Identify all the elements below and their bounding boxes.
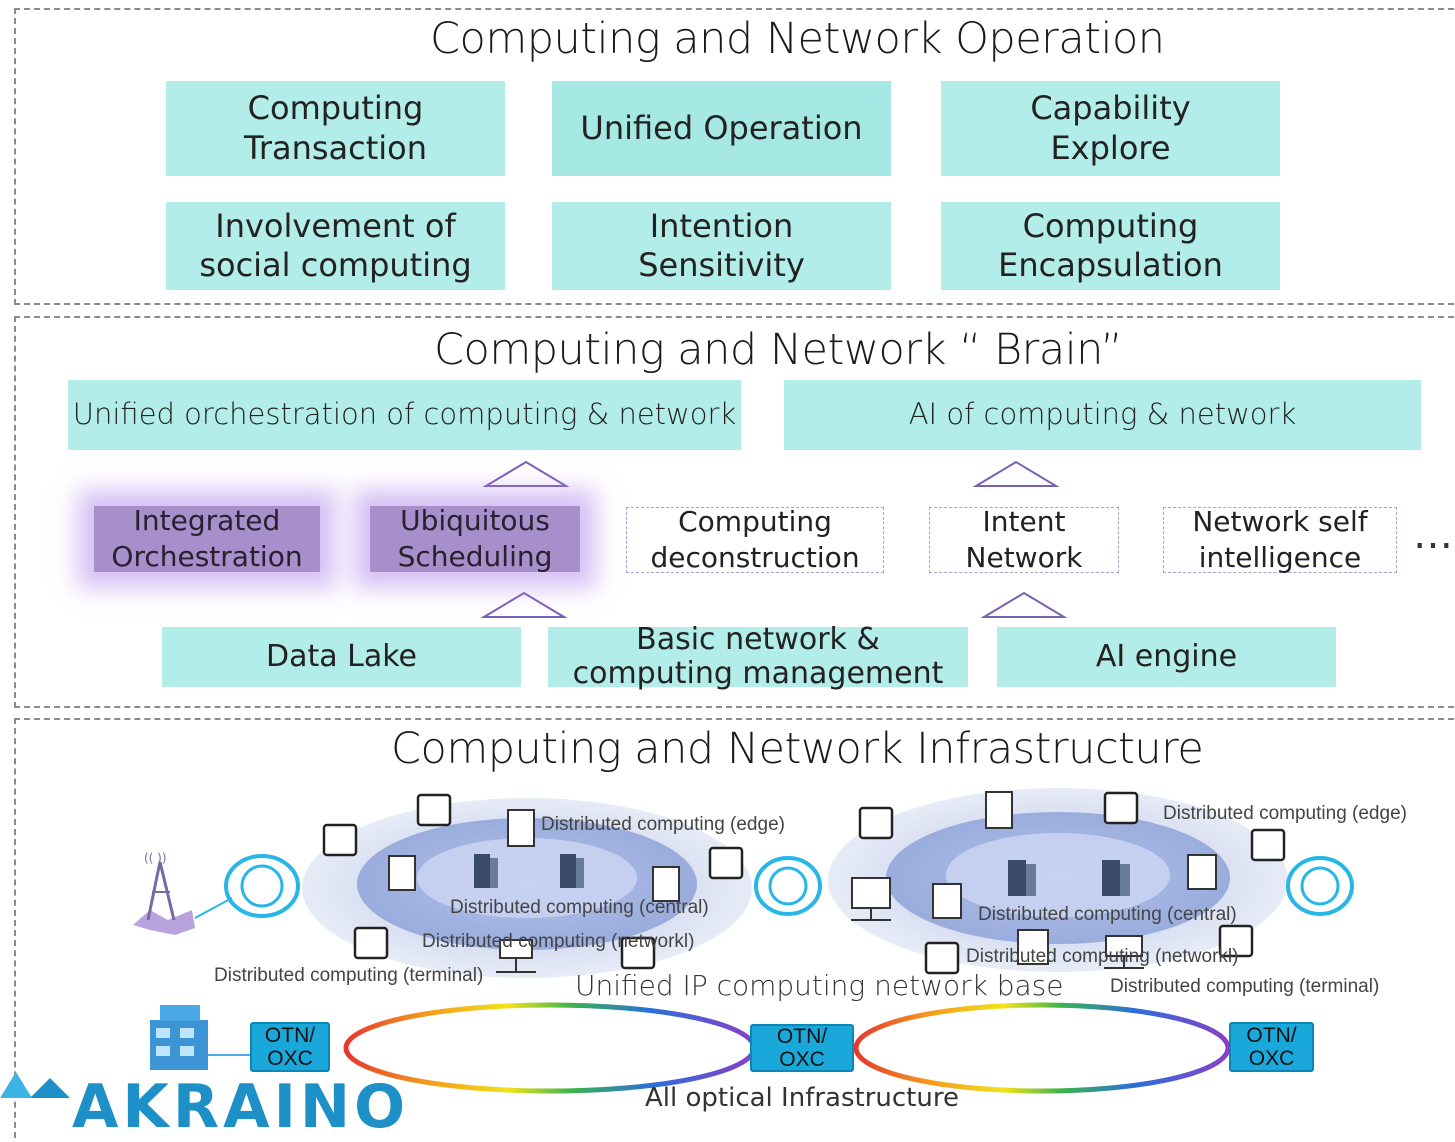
router-icon [224, 854, 1354, 918]
triangle-up-icon [972, 460, 1060, 487]
basic-management-box: Basic network & computing management [548, 622, 968, 691]
unified-operation-box: Unified Operation [552, 81, 891, 176]
right-terminal-label: Distributed computing (terminal) [1110, 976, 1380, 997]
triangle-up-icon [482, 460, 570, 487]
akraino-logo-icon [0, 1072, 70, 1098]
intention-sensitivity-box: Intention Sensitivity [552, 202, 891, 290]
computing-deconstruction-box: Computing deconstruction [626, 505, 884, 574]
svg-text:(( )): (( )) [144, 851, 167, 865]
operation-title: Computing and Network Operation [430, 14, 1165, 64]
left-terminal-label: Distributed computing (terminal) [214, 965, 484, 986]
triangle-arrows [480, 460, 1068, 618]
triangle-up-icon [480, 591, 568, 618]
unified-orchestration-box: Unified orchestration of computing & net… [68, 380, 741, 450]
ip-base-label: Unified IP computing network base [575, 969, 1064, 1002]
ubiquitous-scheduling-box: Ubiquitous Scheduling [370, 504, 580, 573]
left-central-label: Distributed computing (central) [450, 897, 709, 918]
ai-engine-box: AI engine [997, 627, 1336, 687]
otn-oxc-left: OTN/ OXC [250, 1022, 330, 1072]
infrastructure-title: Computing and Network Infrastructure [391, 724, 1204, 774]
operation-section [14, 8, 1455, 305]
network-diagram: (( )) [0, 788, 1354, 1098]
otn-oxc-right: OTN/ OXC [1229, 1022, 1314, 1072]
computing-encapsulation-box: Computing Encapsulation [941, 202, 1280, 290]
triangle-up-icon [980, 591, 1068, 618]
infrastructure-section [14, 718, 1455, 1138]
integrated-orchestration-box: Integrated Orchestration [94, 504, 320, 573]
network-server-icon [496, 877, 1144, 973]
server-rack-icon [1008, 860, 1130, 896]
right-network-label: Distributed computing (networkl) [966, 946, 1239, 967]
otn-oxc-middle: OTN/ OXC [750, 1024, 854, 1072]
optical-ring-right [853, 1002, 1231, 1094]
server-rack-icon [474, 854, 584, 888]
data-lake-box: Data Lake [162, 627, 521, 687]
left-network-label: Distributed computing (networkl) [422, 931, 695, 952]
optical-infrastructure-label: All optical Infrastructure [645, 1083, 959, 1113]
computing-transaction-box: Computing Transaction [166, 81, 505, 176]
storage-disk-icon [322, 791, 1286, 975]
akraino-logo-text: AKRAINO [72, 1072, 410, 1142]
network-self-intelligence-box: Network self intelligence [1163, 505, 1397, 574]
right-central-label: Distributed computing (central) [978, 904, 1237, 925]
right-edge-label: Distributed computing (edge) [1163, 803, 1407, 824]
server-icon [388, 791, 1217, 965]
cell-tower-icon: (( )) [133, 851, 233, 935]
enterprise-building-icon [150, 1005, 208, 1070]
brain-section [14, 316, 1455, 708]
ai-computing-network-box: AI of computing & network [784, 380, 1421, 450]
intent-network-box: Intent Network [929, 505, 1119, 574]
social-computing-box: Involvement of social computing [166, 202, 505, 290]
brain-title: Computing and Network “ Brain” [434, 325, 1123, 375]
capability-explore-box: Capability Explore [941, 81, 1280, 176]
left-edge-label: Distributed computing (edge) [541, 814, 785, 835]
ellipsis: … [1413, 512, 1453, 558]
